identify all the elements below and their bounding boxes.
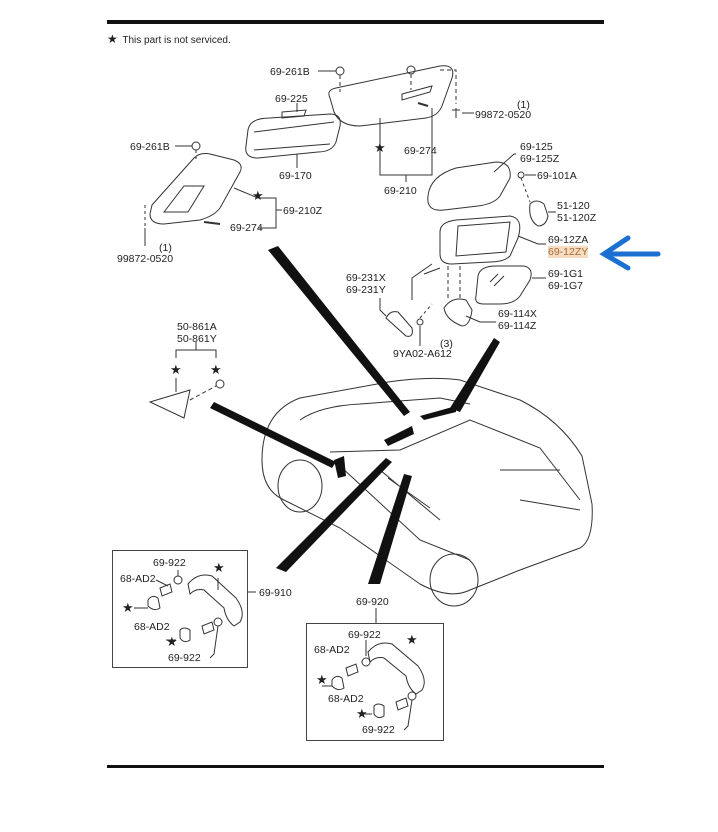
part-label[interactable]: 69-910 bbox=[259, 587, 292, 599]
front-wheel bbox=[277, 459, 323, 513]
part-label[interactable]: 69-170 bbox=[279, 170, 312, 182]
mirror-seal bbox=[385, 311, 413, 337]
part-label[interactable]: 69-12ZA bbox=[548, 234, 589, 246]
part-label[interactable]: 69-125 bbox=[520, 141, 553, 153]
part-label[interactable]: 69-922 bbox=[168, 652, 201, 664]
grab-handle-left bbox=[187, 574, 243, 627]
quarter-trim bbox=[148, 389, 191, 419]
part-label[interactable]: 69-274 bbox=[230, 222, 263, 234]
part-label[interactable]: 68-AD2 bbox=[120, 573, 156, 585]
part-label[interactable]: 69-210 bbox=[384, 185, 417, 197]
part-label[interactable]: 69-261B bbox=[270, 66, 310, 78]
clip-icon bbox=[406, 65, 416, 75]
rearview-mirror bbox=[245, 113, 341, 159]
part-label[interactable]: 69-125Z bbox=[520, 153, 560, 165]
part-label[interactable]: 69-922 bbox=[362, 724, 395, 736]
top-rule bbox=[107, 20, 604, 24]
part-label[interactable]: 69-101A bbox=[537, 170, 577, 182]
star-icon: ★ bbox=[374, 140, 386, 155]
not-serviced-note: ★ This part is not serviced. bbox=[107, 32, 231, 46]
part-label[interactable]: 69-1G7 bbox=[548, 280, 584, 292]
part-label[interactable]: 69-922 bbox=[348, 629, 381, 641]
part-label[interactable]: 69-114Z bbox=[498, 320, 537, 332]
grab-handle-box-right bbox=[306, 623, 444, 741]
leader-wedge-grip-right bbox=[368, 474, 412, 584]
part-label[interactable]: 99872-0520 bbox=[475, 109, 532, 121]
mirror-glass bbox=[475, 265, 532, 305]
part-label[interactable]: 69-231X bbox=[346, 272, 386, 284]
door-mirror-body bbox=[439, 215, 521, 265]
part-label[interactable]: 69-210Z bbox=[283, 205, 323, 217]
part-label[interactable]: 68-AD2 bbox=[328, 693, 364, 705]
part-label[interactable]: 69-274 bbox=[404, 145, 437, 157]
part-label[interactable]: 51-120Z bbox=[557, 212, 597, 224]
part-label[interactable]: 9YA02-A612 bbox=[393, 348, 452, 360]
rear-wheel bbox=[429, 553, 479, 607]
highlight-arrow-icon bbox=[599, 235, 661, 271]
mirror-cover bbox=[427, 161, 511, 211]
part-label[interactable]: 69-920 bbox=[356, 596, 389, 608]
star-icon: ★ bbox=[107, 32, 118, 46]
part-label[interactable]: 50-861Y bbox=[177, 333, 217, 345]
part-label[interactable]: 69-922 bbox=[153, 557, 186, 569]
star-icon: ★ bbox=[213, 560, 225, 575]
leader-wedge-mirror bbox=[450, 338, 500, 412]
part-qty: (3) bbox=[440, 338, 453, 350]
clip-icon bbox=[335, 66, 345, 76]
part-label[interactable]: 99872-0520 bbox=[117, 253, 174, 265]
part-label[interactable]: 51-120 bbox=[557, 200, 590, 212]
part-label[interactable]: 69-261B bbox=[130, 141, 170, 153]
part-qty: (1) bbox=[159, 242, 172, 254]
part-label[interactable]: 68-AD2 bbox=[134, 621, 170, 633]
part-label[interactable]: 68-AD2 bbox=[314, 644, 350, 656]
part-label[interactable]: 69-114X bbox=[498, 308, 537, 320]
mirror-gasket bbox=[443, 298, 473, 327]
vehicle-body bbox=[261, 377, 593, 595]
note-text: This part is not serviced. bbox=[122, 35, 231, 46]
leader-wedge-quarter bbox=[210, 402, 336, 468]
part-label-highlighted[interactable]: 69-12ZY bbox=[548, 246, 589, 258]
sun-visor-left bbox=[149, 153, 242, 225]
part-label[interactable]: 69-1G1 bbox=[548, 268, 584, 280]
part-label[interactable]: 50-861A bbox=[177, 321, 217, 333]
star-icon: ★ bbox=[406, 632, 418, 647]
star-icon: ★ bbox=[122, 600, 134, 615]
part-label[interactable]: 69-225 bbox=[275, 93, 308, 105]
star-icon: ★ bbox=[252, 188, 264, 203]
sun-visor-right bbox=[328, 65, 454, 127]
leader-wedge-grip-left bbox=[276, 458, 392, 572]
star-icon: ★ bbox=[316, 672, 328, 687]
part-label[interactable]: 69-231Y bbox=[346, 284, 386, 296]
bottom-rule bbox=[107, 765, 604, 768]
leader-wedge-visor bbox=[268, 246, 410, 416]
grab-handle-box-left bbox=[112, 550, 248, 668]
clip-icon bbox=[191, 141, 201, 151]
star-icon: ★ bbox=[166, 634, 178, 649]
mirror-motor bbox=[529, 200, 549, 227]
star-icon: ★ bbox=[210, 362, 222, 377]
star-icon: ★ bbox=[170, 362, 182, 377]
star-icon: ★ bbox=[356, 706, 368, 721]
part-qty: (1) bbox=[517, 99, 530, 111]
